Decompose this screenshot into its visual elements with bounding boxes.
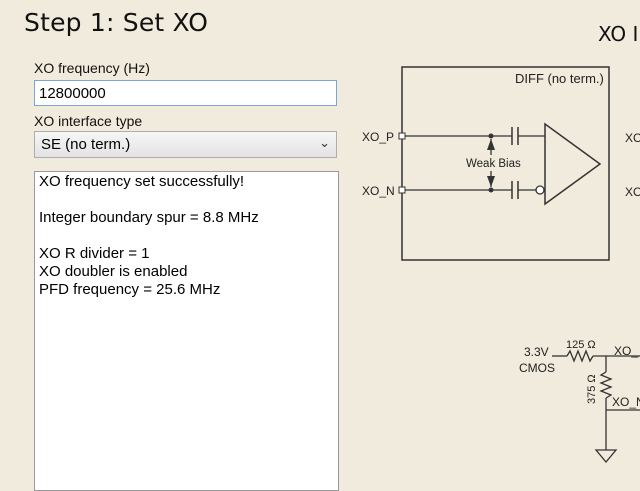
diagram-title: XO I [598,22,639,46]
page-title: Step 1: Set XO [24,8,209,37]
output-p-label-partial: XO [625,131,640,145]
xo-interface-type-select[interactable]: SE (no term.) ⌄ [34,131,337,158]
pin-xo-p-terminal [398,132,406,140]
weak-bias-label: Weak Bias [466,158,521,170]
bias-node-n [488,187,494,193]
cmos-voltage-label: 3.3V [524,345,549,359]
cmos-label: CMOS [519,361,555,375]
weak-bias-arrow-down [487,176,495,187]
resistor-125 [566,349,594,363]
status-line: Integer boundary spur = 8.8 MHz [39,209,259,226]
weak-bias-arrow-up [487,139,495,150]
status-line: XO frequency set successfully! [39,173,245,190]
xo-frequency-label: XO frequency (Hz) [34,60,150,76]
xo-interface-diagram: DIFF (no term.) XO_P XO_N Weak Bias XO X… [362,66,640,464]
resistor-375 [599,371,613,399]
bias-node-p [488,133,494,139]
status-line: PFD frequency = 25.6 MHz [39,281,221,298]
resistor-125-label: 125 Ω [566,339,596,351]
diff-block-outline [401,66,610,261]
resistor-375-label: 375 Ω [586,374,598,404]
weak-bias-label-bg [464,155,520,171]
buffer-triangle [544,122,602,206]
xo-frequency-input[interactable] [34,80,337,106]
diff-block-label: DIFF (no term.) [515,71,604,86]
pin-xo-n-label: XO_N [362,184,395,198]
ground-icon [594,449,618,464]
xo-interface-type-value: SE (no term.) [41,136,131,153]
status-output-box: XO frequency set successfully! Integer bo… [34,171,339,491]
cmos-xo-p-label-partial: XO_ [614,344,638,358]
xo-interface-type-label: XO interface type [34,113,143,129]
pin-xo-n-terminal [398,186,406,194]
output-n-label-partial: XO [625,185,640,199]
inverting-input-bubble [535,185,545,195]
cmos-xo-n-label-partial: XO_N [612,395,640,409]
pin-xo-p-label: XO_P [362,130,394,144]
chevron-down-icon: ⌄ [319,135,330,150]
status-line: XO doubler is enabled [39,263,188,280]
status-line: XO R divider = 1 [39,245,150,262]
